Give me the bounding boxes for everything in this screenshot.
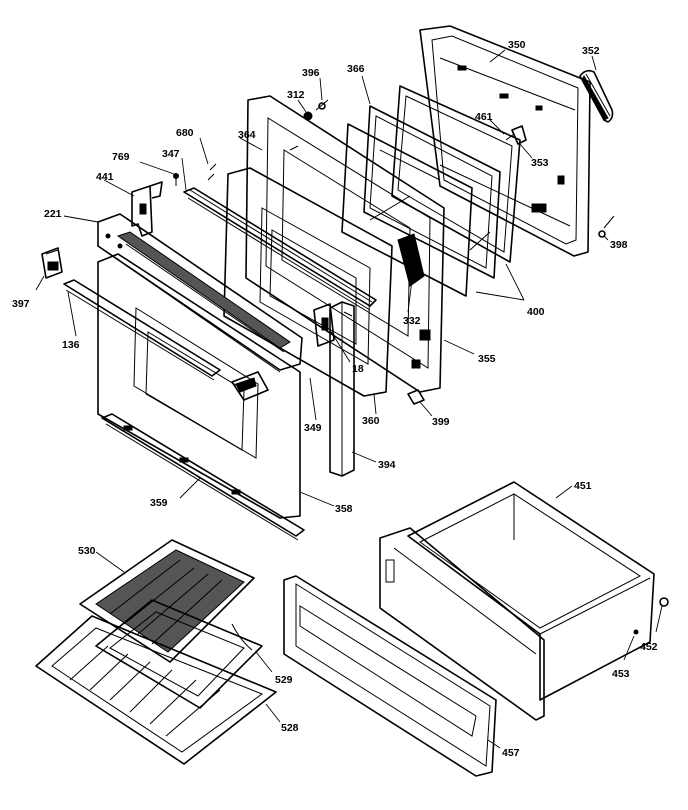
callout-136: 136 xyxy=(62,339,80,351)
callout-360: 360 xyxy=(362,415,380,427)
callout-399: 399 xyxy=(432,416,450,428)
callout-349: 349 xyxy=(304,422,322,434)
callout-453: 453 xyxy=(612,668,630,680)
side-vent-bracket xyxy=(41,247,63,279)
door-handle-bar xyxy=(579,69,614,123)
callout-359: 359 xyxy=(150,497,168,509)
callout-400: 400 xyxy=(527,306,545,318)
window-glass-panels xyxy=(341,85,527,297)
rack-wires xyxy=(69,645,221,737)
callout-530: 530 xyxy=(78,545,96,557)
callout-358: 358 xyxy=(335,503,353,515)
callout-332: 332 xyxy=(403,315,421,327)
callout-394: 394 xyxy=(378,459,396,471)
oven-rack xyxy=(35,615,277,765)
top-trim-strip xyxy=(183,187,377,311)
callout-528: 528 xyxy=(281,722,299,734)
callout-355: 355 xyxy=(478,353,496,365)
callout-221: 221 xyxy=(44,208,62,220)
callout-452: 452 xyxy=(640,641,658,653)
callout-529: 529 xyxy=(275,674,293,686)
outer-door-frame xyxy=(419,25,591,257)
callout-350: 350 xyxy=(508,39,526,51)
callout-441: 441 xyxy=(96,171,114,183)
callout-396: 396 xyxy=(302,67,320,79)
leader-lines xyxy=(35,49,663,749)
callout-347: 347 xyxy=(162,148,180,160)
callout-352: 352 xyxy=(582,45,600,57)
door-inner-panel xyxy=(223,167,393,397)
storage-drawer-body xyxy=(379,481,669,721)
callout-457: 457 xyxy=(502,747,520,759)
grid-slots xyxy=(95,549,245,653)
callout-364: 364 xyxy=(238,129,256,141)
callout-353: 353 xyxy=(531,157,549,169)
vent-slots xyxy=(116,231,291,353)
callout-398: 398 xyxy=(610,239,628,251)
callout-461: 461 xyxy=(475,111,493,123)
door-handle-strip xyxy=(63,279,221,381)
broiler-pan-grid xyxy=(79,539,255,663)
spacer-block xyxy=(407,389,425,405)
broiler-pan xyxy=(95,599,263,709)
door-hinge-right xyxy=(313,303,335,347)
callout-397: 397 xyxy=(12,298,30,310)
callout-18: 18 xyxy=(352,363,364,375)
callout-312: 312 xyxy=(287,89,305,101)
door-bottom-strip xyxy=(101,413,305,541)
drawer-front-panel xyxy=(283,575,497,777)
callout-769: 769 xyxy=(112,151,130,163)
door-vent-panel xyxy=(97,213,303,373)
callout-680: 680 xyxy=(176,127,194,139)
callout-366: 366 xyxy=(347,63,365,75)
callout-labels: 350 352 396 366 312 461 353 680 364 347 … xyxy=(12,39,658,759)
inner-door-liner xyxy=(245,95,445,393)
side-rail xyxy=(329,301,355,477)
small-fasteners xyxy=(173,99,615,238)
callout-451: 451 xyxy=(574,480,592,492)
outer-door-panel xyxy=(97,253,301,519)
door-hinge-left xyxy=(131,181,163,237)
